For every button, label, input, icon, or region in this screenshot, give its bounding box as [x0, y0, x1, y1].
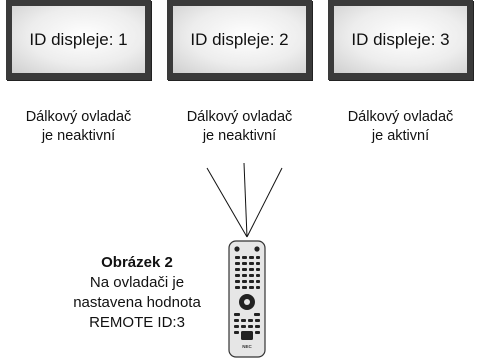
display-1-status: Dálkový ovladač je neaktivní	[6, 108, 151, 146]
status-line: je neaktivní	[41, 128, 116, 144]
display-screen: ID displeje: 1	[12, 6, 145, 73]
display-id-label: ID displeje: 2	[190, 29, 289, 49]
display-id-label: ID displeje: 3	[351, 29, 450, 49]
remote-control-icon: NEC	[228, 240, 266, 358]
display-3-status: Dálkový ovladač je aktivní	[328, 108, 473, 146]
caption-title: Obrázek 2	[101, 254, 173, 271]
figure-caption: Obrázek 2 Na ovladači je nastavena hodno…	[52, 253, 222, 333]
display-3: ID displeje: 3	[328, 0, 473, 80]
remote-brand-logo: NEC	[242, 344, 252, 349]
ir-beam-line	[243, 162, 248, 238]
ir-beam-line	[246, 167, 283, 238]
display-2: ID displeje: 2	[167, 0, 312, 80]
caption-line: nastavena hodnota	[73, 294, 201, 311]
status-line: Dálkový ovladač	[347, 109, 454, 125]
status-line: Dálkový ovladač	[186, 109, 293, 125]
status-line: je neaktivní	[202, 128, 277, 144]
status-line: Dálkový ovladač	[25, 109, 132, 125]
display-1: ID displeje: 1	[6, 0, 151, 80]
display-screen: ID displeje: 2	[173, 6, 306, 73]
ir-beam-line	[206, 167, 248, 238]
display-screen: ID displeje: 3	[334, 6, 467, 73]
caption-line: Na ovladači je	[89, 274, 185, 291]
display-2-status: Dálkový ovladač je neaktivní	[167, 108, 312, 146]
status-line: je aktivní	[371, 128, 430, 144]
caption-line: REMOTE ID:3	[89, 314, 185, 331]
display-id-label: ID displeje: 1	[29, 29, 128, 49]
